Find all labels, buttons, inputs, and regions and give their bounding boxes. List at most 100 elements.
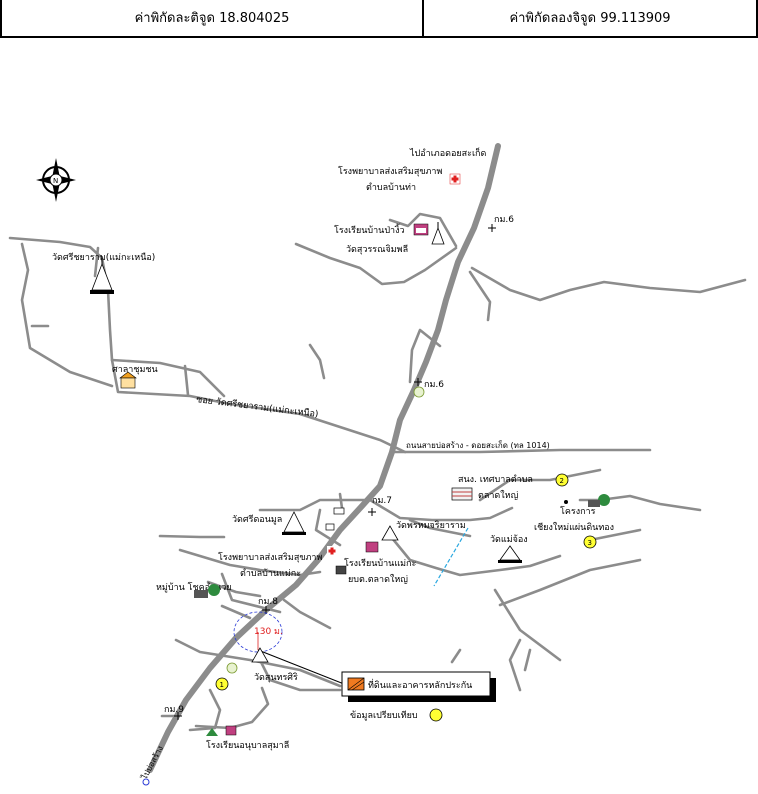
hospital-cross-icon	[449, 173, 461, 185]
legend-property: ที่ดินและอาคารหลักประกัน	[341, 671, 496, 702]
label-wat-suwan: วัดสุวรรณจิมพลี	[346, 244, 408, 255]
label-school-ban-pa-ngiw: โรงเรียนบ้านป่างิ้ว	[334, 223, 405, 236]
label-distance: 130 ม.	[254, 627, 283, 637]
tree-house-icon	[194, 584, 220, 598]
label-km7: กม.7	[372, 496, 392, 506]
tree-house-icon	[588, 494, 610, 507]
road-south-east-4	[523, 648, 532, 672]
hospital-cross-icon	[327, 546, 337, 556]
location-map: N ไปอำเภอดอยสะเก็ด โรงพยาบาลส่งเสริมสุขภ…	[8, 143, 747, 786]
label-sala: ศาลาชุมชน	[112, 365, 158, 375]
road-sw-1	[158, 534, 226, 539]
tree-house-icon	[206, 725, 237, 736]
temple-icon	[381, 525, 399, 541]
canal-line	[433, 527, 469, 587]
km-marker-icon	[262, 606, 270, 614]
label-hospital-mae-ka-sub: ตำบลบ้านแม่กะ	[240, 568, 301, 579]
label-hospital-ban-tha: โรงพยาบาลส่งเสริมสุขภาพ	[338, 166, 442, 177]
label-school-mae-ka: โรงเรียนบ้านแม่กะ	[344, 558, 417, 569]
radius-circle	[233, 611, 283, 653]
road-highway-1014	[393, 448, 652, 454]
sala-building-icon	[119, 371, 137, 389]
minor-roads	[8, 212, 747, 732]
compass-north-label: N	[53, 177, 58, 185]
label-km9: กม.9	[164, 705, 184, 715]
road-sw-7	[174, 638, 342, 688]
road-central-1	[258, 498, 372, 512]
school-icon	[365, 541, 379, 553]
road-sw-8	[258, 658, 342, 692]
house-icon	[325, 523, 335, 531]
label-highway-1014: ถนนสายบ่อสร้าง - ดอยสะเก็ด (ทล 1014)	[406, 440, 550, 450]
legend-compare-icon	[429, 708, 443, 722]
gas-station-icon	[226, 662, 238, 674]
label-project: โครงการ	[560, 506, 596, 517]
compare-marker-1-label: 1	[220, 681, 224, 689]
road-sw-9	[188, 688, 222, 732]
post-office-icon	[335, 565, 347, 575]
road-east-3	[588, 528, 642, 542]
project-dot-icon	[564, 500, 568, 504]
label-wat-phrom: วัดพรหมจริยาราม	[396, 520, 466, 531]
road-ne-4	[408, 328, 442, 384]
road-south-east-2	[508, 638, 522, 692]
coordinate-bar: ค่าพิกัดละติจูด 18.804025 ค่าพิกัดลองจิจ…	[0, 0, 758, 38]
road-central-5	[408, 518, 472, 538]
temple-icon	[282, 511, 306, 535]
road-wat-suwan	[388, 212, 458, 248]
label-municipal-office: สนง. เทศบาลตำบล	[458, 474, 533, 485]
road-sw-5	[220, 604, 252, 620]
temple-icon	[498, 545, 522, 563]
label-wat-mae-jong: วัดแม่จ้อง	[490, 534, 528, 545]
property-pointer-line	[257, 649, 345, 685]
road-ne-3	[468, 270, 492, 322]
legend-compare: ข้อมูลเปรียบเทียบ	[350, 708, 443, 722]
road-south-east-3	[450, 648, 462, 664]
north-arrow-icon: N	[36, 158, 76, 202]
road-central-6	[390, 536, 562, 577]
label-village: หมู่บ้าน โชคอำนวย	[156, 582, 232, 593]
legend-compare-label: ข้อมูลเปรียบเทียบ	[350, 710, 418, 721]
legend-property-label: ที่ดินและอาคารหลักประกัน	[368, 678, 472, 691]
temple-icon	[251, 647, 269, 663]
latitude-label: ค่าพิกัดละติจูด 18.804025	[0, 0, 424, 38]
road-ne-1	[294, 242, 458, 286]
road-central-2	[338, 492, 344, 510]
main-road	[147, 143, 501, 773]
road-sw-6	[282, 598, 332, 630]
house-icon	[333, 507, 345, 515]
label-to-bo-sang: ไปบ่อสร้าง	[139, 744, 165, 781]
label-wat-sunthon: วัดสุนทรศิริ	[254, 672, 298, 683]
label-km6-top: กม.6	[494, 215, 514, 225]
label-project-sub: เชียงใหม่แผ่นดินทอง	[534, 522, 614, 533]
km-marker-icon	[368, 508, 376, 516]
label-wat-si-chai: วัดศรีชยาราม(แม่กะเหนือ)	[52, 252, 155, 263]
road-north-branch-sala	[308, 343, 326, 380]
label-post-office: ยบต.ตลาดใหญ่	[348, 574, 408, 585]
compare-marker-2: 2	[555, 473, 569, 487]
label-soi-wat-si-chai: ซอย วัดศรีชยาราม(แม่กะเหนือ)	[196, 394, 319, 420]
road-north-loop	[110, 358, 226, 398]
label-hospital-ban-tha-sub: ตำบลบ้านท่า	[366, 182, 416, 193]
road-north-loop-2	[183, 364, 190, 397]
label-wat-si-don-mun: วัดศรีดอนมูล	[232, 514, 282, 525]
label-to-doi-saket: ไปอำเภอดอยสะเก็ด	[409, 146, 486, 159]
office-building-icon	[451, 487, 473, 501]
label-km8: กม.8	[258, 597, 278, 607]
road-south-east-1	[493, 588, 562, 662]
road-central-4	[368, 498, 514, 522]
temple-icon	[90, 256, 114, 294]
road-ne-2	[470, 266, 747, 302]
road-west-branch-3	[93, 246, 100, 278]
road-east-1	[478, 468, 602, 502]
compare-marker-1: 1	[215, 677, 229, 691]
label-school-anuban: โรงเรียนอนุบาลสุมาลี	[206, 740, 289, 751]
compare-marker-2-label: 2	[560, 477, 564, 485]
road-end-marker-icon	[142, 778, 150, 786]
km-marker-icon	[488, 224, 496, 232]
gas-station-icon	[413, 386, 425, 398]
label-km6-mid: กม.6	[424, 380, 444, 390]
road-west-branch-1	[20, 242, 114, 388]
km-marker-icon	[414, 378, 422, 386]
road-soi-wat-si-chai	[8, 236, 407, 454]
